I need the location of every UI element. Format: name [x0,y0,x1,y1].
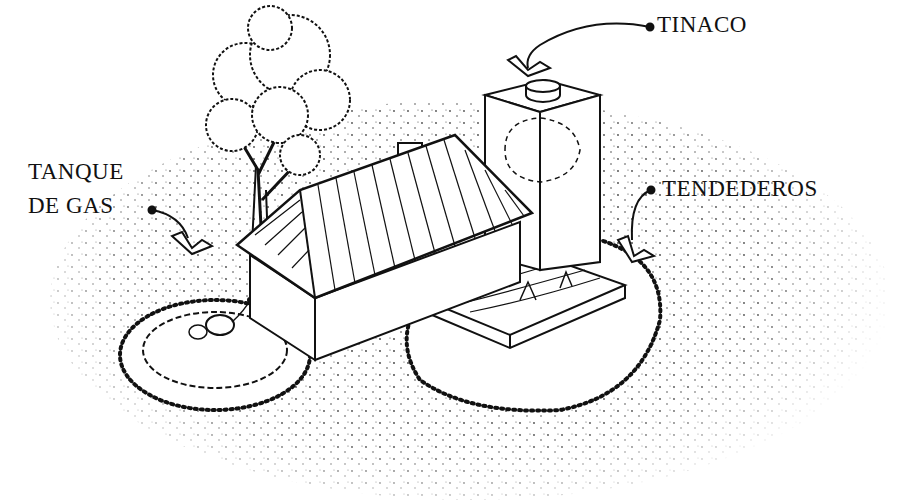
house [237,135,532,360]
callout-label: TANQUE DE GAS [28,155,153,223]
callout-arrows [149,24,655,263]
callout-label: TENDEDEROS [662,172,892,206]
ground-stipple [50,100,890,500]
callout-label: TINACO [657,8,857,42]
